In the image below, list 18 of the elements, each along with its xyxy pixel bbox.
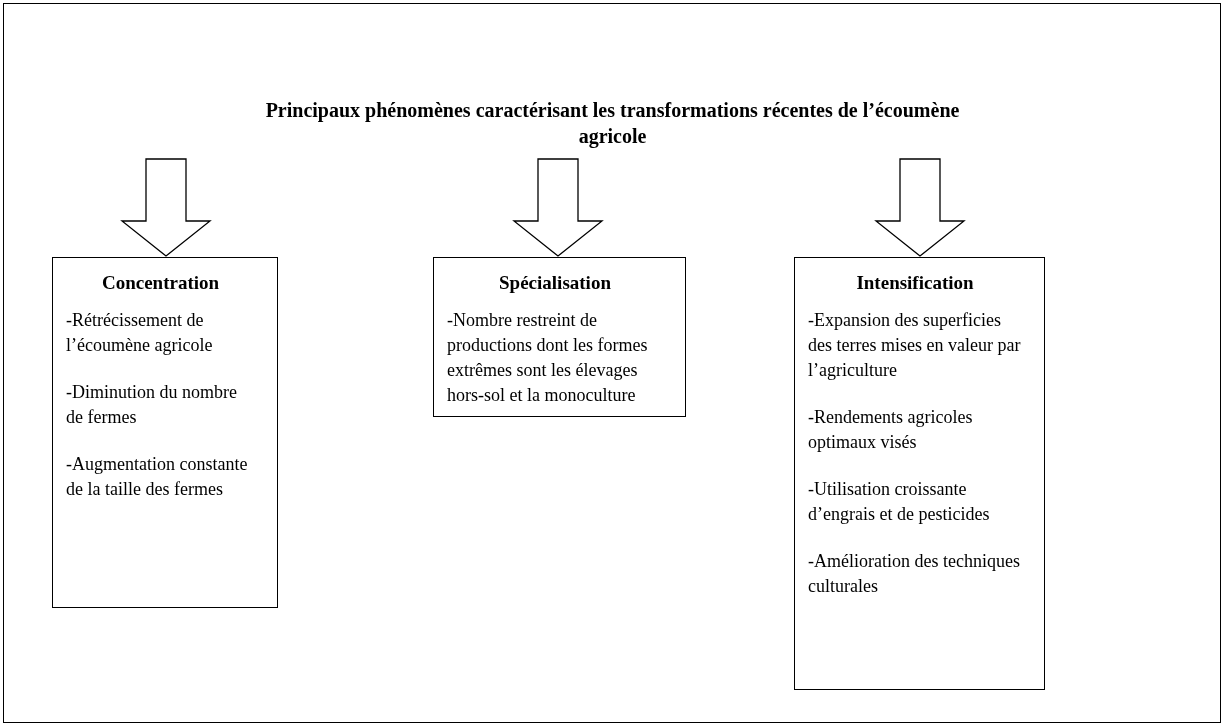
category-box [52,257,278,608]
bullet-item: -Expansion des superficies des terres mises en valeur par l’agriculture [808,309,1022,382]
box-heading: Spécialisation [498,272,612,294]
bullet-item: -Diminution du nombre de fermes [66,381,238,429]
bullet-item: -Augmentation constante de la taille des fermes [66,453,249,501]
bullet-item: -Rendements agricoles optimaux visés [808,406,974,454]
bullet-item: -Amélioration des techniques culturales [808,550,1021,598]
category-box [794,257,1045,690]
bullet-item: -Nombre restreint de productions dont les formes extrêmes sont les élevages hors-sol et la monoculture [447,309,649,407]
block-arrow [874,158,966,257]
block-arrow [120,158,212,257]
category-box [433,257,686,417]
bullet-item: -Rétrécissement de l’écoumène agricole [66,309,214,357]
box-heading: Concentration [100,272,221,294]
block-arrow [512,158,604,257]
bullet-item: -Utilisation croissante d’engrais et de pesticides [808,478,991,526]
heading-text: Principaux phénomènes caractérisant les transformations récentes de l’écoumène agricole [250,97,975,149]
box-heading: Intensification [855,272,975,294]
